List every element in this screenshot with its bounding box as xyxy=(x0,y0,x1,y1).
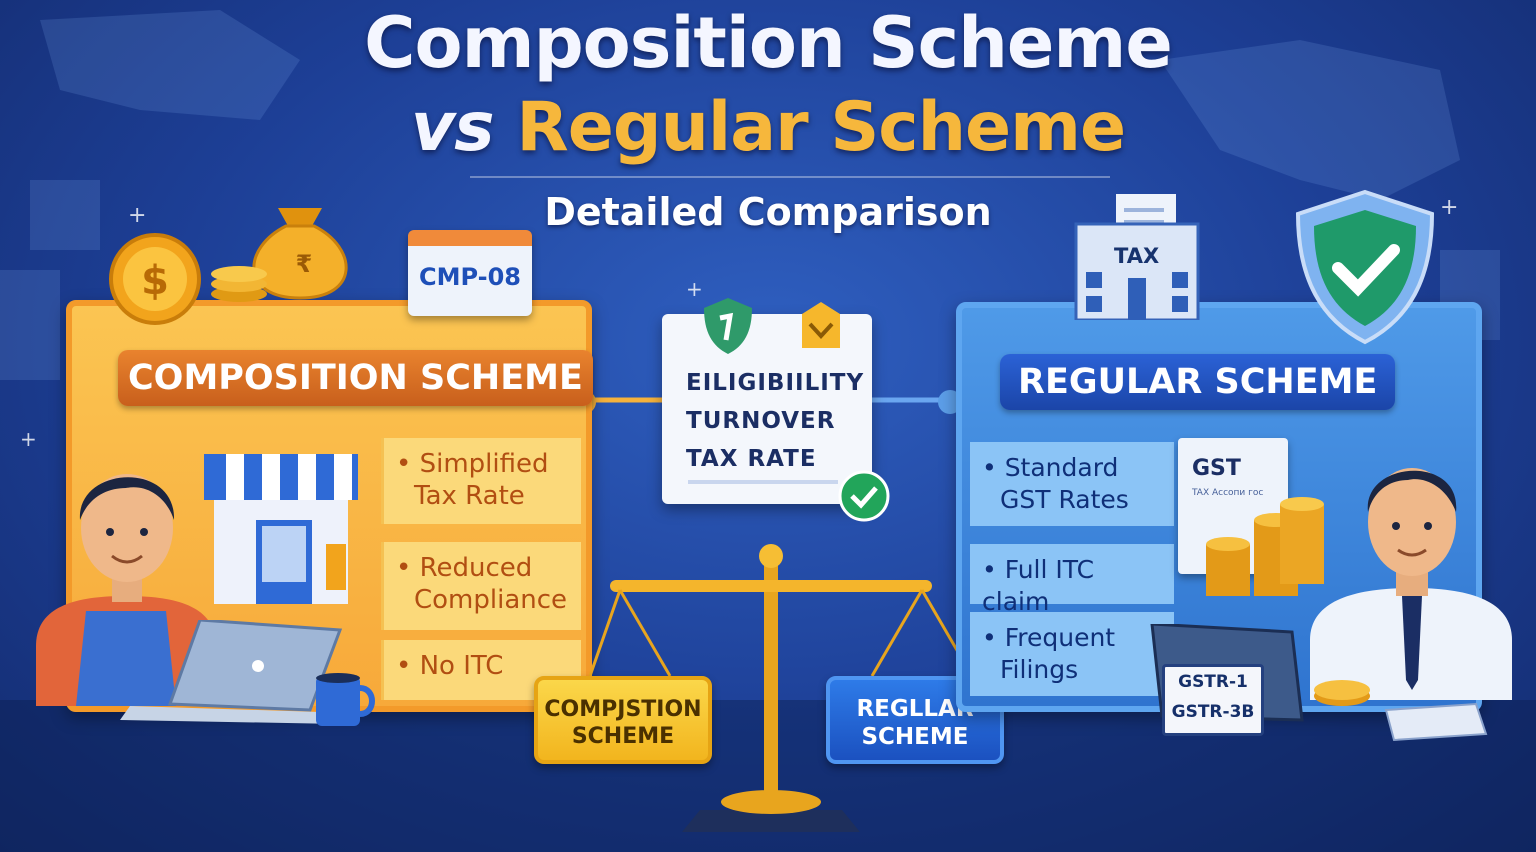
card-line-turnover: TURNOVER xyxy=(686,408,836,434)
svg-text:+: + xyxy=(128,203,146,228)
gst-document-title: GST xyxy=(1192,456,1241,481)
scale-icon xyxy=(588,544,974,832)
feature-standard-gst-rates: • Standard GST Rates xyxy=(970,442,1174,526)
shield-check-icon xyxy=(1295,189,1435,345)
coin-icon xyxy=(1314,680,1370,706)
gstr-3b-label: GSTR-3B xyxy=(1171,702,1255,722)
scale-label-line: COMPJSTION xyxy=(544,697,702,722)
shopkeeper-person-icon xyxy=(36,474,216,706)
page-title: Composition Scheme xyxy=(364,2,1173,84)
feature-line: Filings xyxy=(1000,655,1079,684)
svg-text:+: + xyxy=(686,277,703,301)
shop-icon xyxy=(204,454,358,604)
card-line-tax-rate: TAX RATE xyxy=(686,446,817,472)
feature-full-itc-claim: • Full ITC claim xyxy=(970,544,1174,616)
composition-scheme-badge: COMPOSITION SCHEME xyxy=(118,350,593,406)
paper-stack-icon xyxy=(1384,702,1488,742)
feature-simplified-tax-rate: • Simplified Tax Rate xyxy=(381,438,581,524)
scale-composition-label: COMPJSTION SCHEME xyxy=(534,676,712,764)
feature-line: • Simplified xyxy=(396,449,549,479)
mug-icon xyxy=(316,673,375,726)
tag-check-icon xyxy=(802,302,840,348)
title-vs: vs xyxy=(410,88,495,167)
gstr-1-label: GSTR-1 xyxy=(1178,672,1248,692)
feature-reduced-compliance: • Reduced Compliance xyxy=(381,542,581,630)
feature-line: Compliance xyxy=(414,585,568,615)
coin-stack-icon xyxy=(1206,497,1324,596)
tax-building-icon xyxy=(1074,194,1200,320)
feature-line: GST Rates xyxy=(1000,485,1129,514)
card-divider xyxy=(688,480,838,484)
cmp-08-calendar-tag: CMP-08 xyxy=(408,230,532,316)
scale-label-line: SCHEME xyxy=(861,724,969,750)
feature-line: • No ITC xyxy=(396,651,504,681)
scale-label-line: SCHEME xyxy=(571,724,675,749)
card-line-eligibility: EILIGIBIILITY xyxy=(686,370,865,396)
title-divider xyxy=(470,176,1110,178)
feature-line: • Frequent xyxy=(982,623,1116,652)
svg-text:+: + xyxy=(20,427,37,451)
scale-regular-label: REGLLAR SCHEME xyxy=(826,676,1004,764)
feature-line: Tax Rate xyxy=(414,481,525,511)
page-subtitle: Detailed Comparison xyxy=(544,190,992,234)
businessman-person-icon xyxy=(1310,468,1512,700)
coin-stack-icon xyxy=(211,266,267,302)
feature-line: • Full ITC claim xyxy=(982,555,1095,616)
tax-sign-label: TAX xyxy=(1114,244,1160,268)
feature-frequent-filings: • Frequent Filings xyxy=(970,612,1174,696)
shield-small-icon xyxy=(704,298,752,354)
coin-icon: $ xyxy=(109,233,201,325)
feature-line: • Reduced xyxy=(396,553,533,583)
svg-text:$: $ xyxy=(141,258,169,304)
title-regular-scheme: Regular Scheme xyxy=(516,88,1126,167)
svg-text:₹: ₹ xyxy=(296,250,313,278)
gstr-filing-card: GSTR-1 GSTR-3B xyxy=(1162,664,1264,736)
feature-line: • Standard xyxy=(982,453,1119,482)
scale-label-line: REGLLAR xyxy=(856,696,974,722)
regular-scheme-badge: REGULAR SCHEME xyxy=(1000,354,1396,410)
gst-document-subtitle: TAX Ассопи гос xyxy=(1192,488,1264,498)
checkmark-icon xyxy=(838,470,890,522)
money-bag-icon: ₹ xyxy=(252,208,348,300)
svg-text:+: + xyxy=(1440,195,1458,220)
laptop-icon xyxy=(120,620,343,724)
page-title-second-line: vs Regular Scheme xyxy=(0,88,1536,167)
